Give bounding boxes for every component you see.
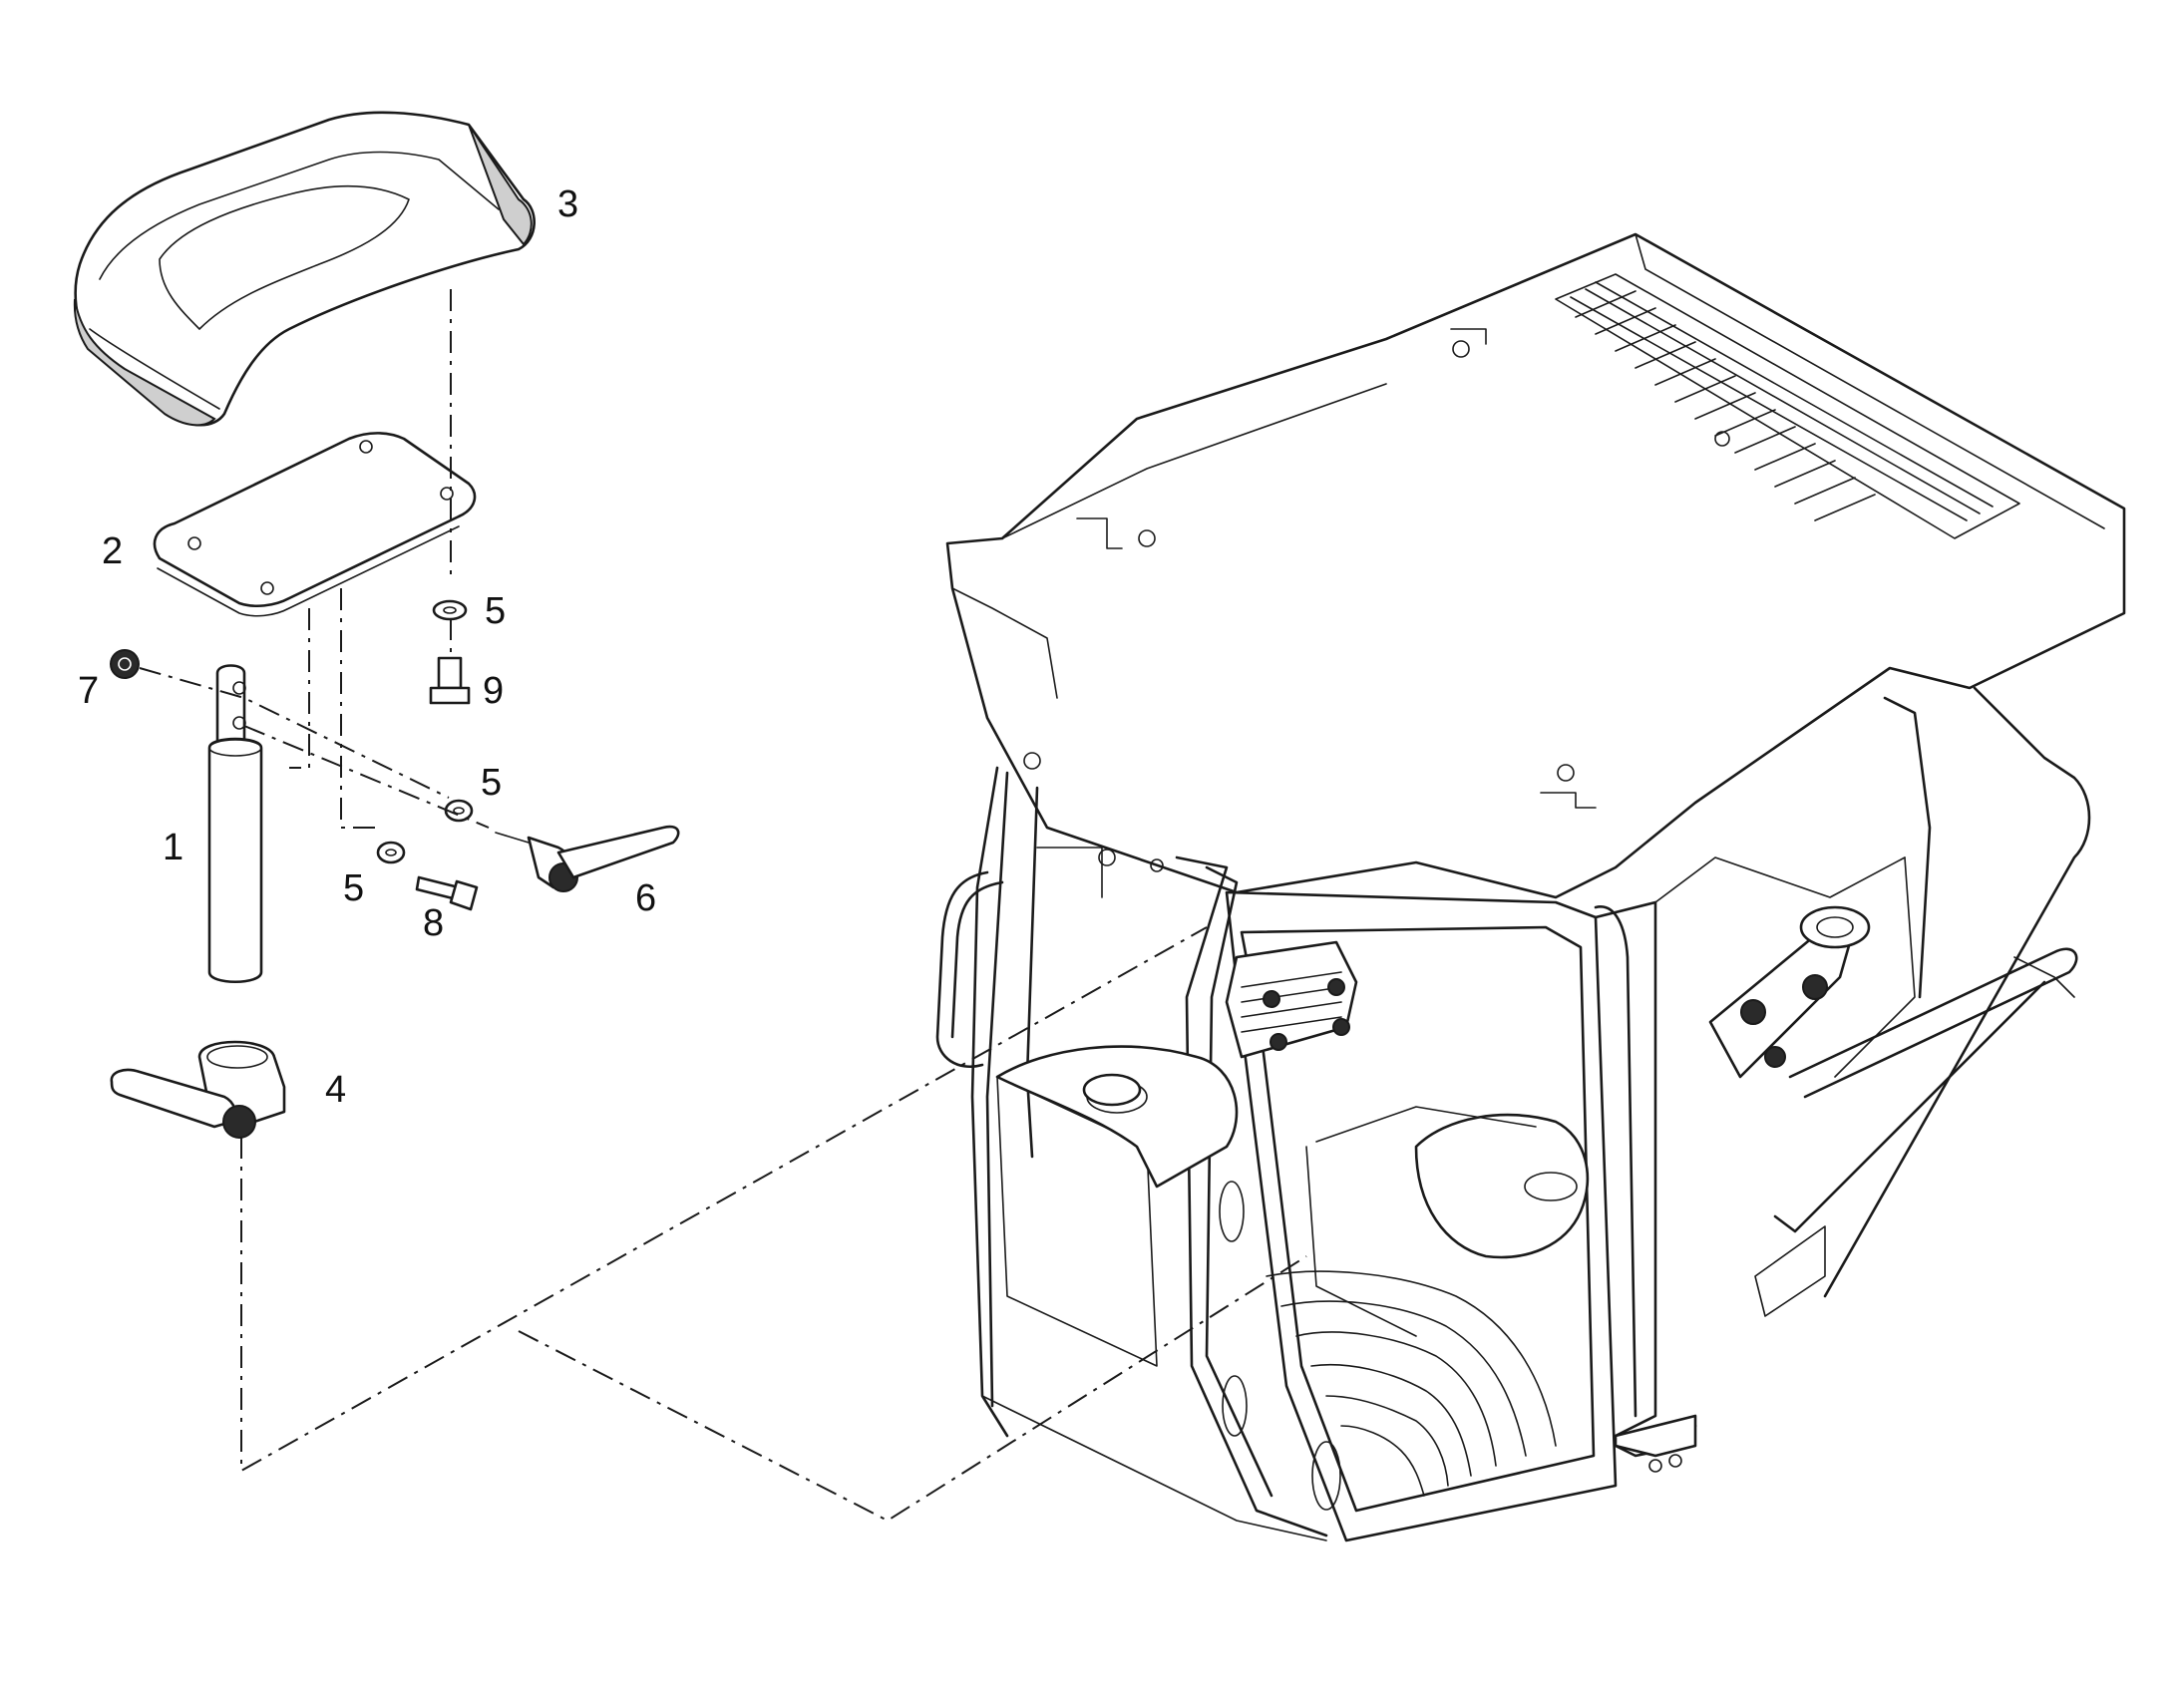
- callout-6: 6: [635, 877, 656, 919]
- part-5-washer-middle: [444, 799, 474, 823]
- callout-3: 3: [557, 183, 578, 225]
- operator-cab: [935, 232, 2126, 1542]
- part-2-mounting-plate: [153, 432, 477, 617]
- callout-7: 7: [78, 670, 99, 712]
- callout-5-top: 5: [485, 590, 506, 632]
- part-7-nut: [110, 649, 140, 679]
- roof-vent-grid: [1555, 273, 2020, 539]
- assembly-lines: [139, 289, 1307, 1523]
- part-9-screw: [429, 656, 471, 705]
- callout-8: 8: [423, 902, 444, 944]
- part-1-support-tube: [207, 664, 263, 983]
- callout-2: 2: [102, 530, 123, 572]
- part-5-washer-top: [432, 599, 468, 621]
- callout-5-middle: 5: [481, 762, 502, 804]
- callout-1: 1: [163, 827, 183, 868]
- part-4-clamp-lever: [110, 1040, 286, 1139]
- part-3-headrest-cushion: [73, 111, 536, 427]
- callout-5-lower: 5: [343, 867, 364, 909]
- part-6-lever-screw: [495, 825, 680, 892]
- callout-4: 4: [325, 1069, 346, 1111]
- part-5-washer-lower: [376, 841, 406, 864]
- callout-9: 9: [483, 670, 504, 712]
- part-8-bolt: [415, 875, 479, 911]
- callout-labels: 3 2 5 9 7 5 1 5 8 6 4: [78, 183, 656, 1111]
- floor-tread: [1266, 1270, 1557, 1497]
